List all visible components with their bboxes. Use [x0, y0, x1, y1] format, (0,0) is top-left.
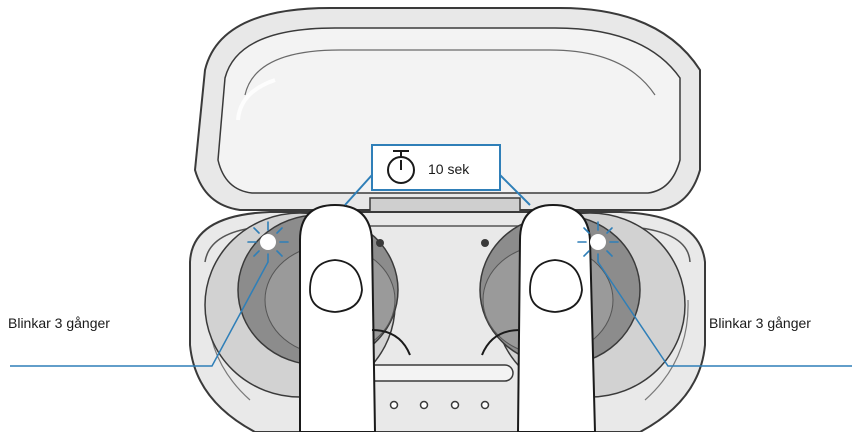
right-blink-indicator — [578, 222, 618, 262]
left-blink-indicator — [248, 222, 288, 262]
timer-label: 10 sek — [428, 161, 469, 177]
right-blink-label: Blinkar 3 gånger — [709, 315, 811, 331]
case-slot — [365, 365, 513, 381]
left-blink-label: Blinkar 3 gånger — [8, 315, 110, 331]
